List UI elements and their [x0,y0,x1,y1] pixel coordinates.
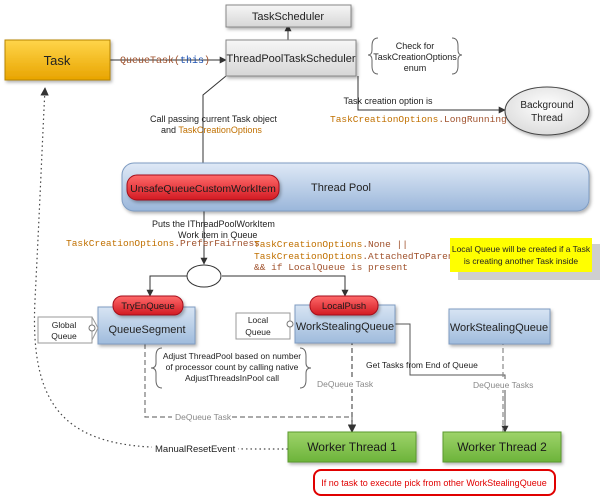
wsq1-label: WorkStealingQueue [296,321,394,333]
prefer-fairness-label: TaskCreationOptions.PreferFairness [66,238,260,249]
check-options-line-1: Check for [396,41,435,51]
adjust-line-2: of processor count by calling native [166,362,299,372]
dequeue-path-global [144,344,357,433]
decision-node[interactable] [186,264,222,288]
long-running-label: TaskCreationOptions.LongRunning [330,114,507,125]
local-push-label: LocalPush [322,301,366,312]
taskscheduler-label: TaskScheduler [252,11,324,23]
attached-option-label: TaskCreationOptions.AttachedToParent [254,251,459,262]
manual-reset-label: ManualResetEvent [155,444,236,455]
local-queue-note: Local Queue will be created if a Task is… [450,238,600,280]
puts-line-1: Puts the IThreadPoolWorkItem [152,219,275,229]
none-option-label: TaskCreationOptions.None || [254,239,408,250]
connectors [33,24,509,450]
dequeue-task-label-1: DeQueue Task [317,379,374,389]
local-queue-note-line-2: is creating another Task inside [464,256,578,266]
worker-thread-2-label: Worker Thread 2 [457,440,547,454]
try-enqueue-label: TryEnQueue [121,301,175,312]
get-tasks-end-label: Get Tasks from End of Queue [366,360,478,370]
no-task-note-label: If no task to execute pick from other Wo… [321,478,546,488]
background-thread-line-2: Thread [531,113,563,124]
check-options-line-2: TaskCreationOptions [373,52,457,62]
task-label: Task [44,53,71,68]
task-node[interactable]: Task [4,39,111,81]
worker-thread-1-label: Worker Thread 1 [307,440,397,454]
worker-thread-2-node[interactable]: Worker Thread 2 [442,431,562,463]
local-present-label: && if LocalQueue is present [254,262,408,273]
local-queue-line-2: Queue [245,327,271,337]
manual-reset-path [33,87,289,450]
dequeue-task-label-2: DeQueue Task [175,412,232,422]
wsq2-label: WorkStealingQueue [450,322,548,334]
adjust-line-3: AdjustThreadsInPool call [185,373,279,383]
local-queue-line-1: Local [248,315,268,325]
global-queue-tag: Global Queue [37,316,99,344]
try-enqueue-node[interactable]: TryEnQueue [112,295,184,316]
worker-thread-1-node[interactable]: Worker Thread 1 [287,431,417,463]
thread-pool-label: Thread Pool [311,182,371,194]
arrow-to-background-thread [357,76,506,114]
local-push-node[interactable]: LocalPush [309,295,379,316]
taskscheduler-node[interactable]: TaskScheduler [225,4,352,28]
unsafe-queue-label: UnsafeQueueCustomWorkItem [130,183,276,195]
threadpool-scheduler-label: ThreadPoolTaskScheduler [226,53,355,65]
wsq2-node[interactable]: WorkStealingQueue [448,308,551,345]
queuetask-call-label: QueueTask(this) [120,55,210,67]
arrow-to-localpush [222,275,349,297]
unsafe-queue-node[interactable]: UnsafeQueueCustomWorkItem [126,174,280,201]
no-task-note: If no task to execute pick from other Wo… [313,469,556,496]
creation-option-label: Task creation option is [343,96,433,106]
call-passing-line-2: and TaskCreationOptions [161,125,262,135]
queue-segment-label: QueueSegment [108,324,185,336]
dequeue-tasks-label: DeQueue Tasks [473,380,533,390]
local-queue-tag: Local Queue [235,312,294,340]
adjust-threadpool-note: Adjust ThreadPool based on number of pro… [150,347,312,389]
arrow-to-tryenqueue [146,275,188,297]
steal-path [395,323,509,433]
local-queue-note-line-1: Local Queue will be created if a Task [452,244,591,254]
check-options-note: Check for TaskCreationOptions enum [367,37,463,75]
global-queue-line-2: Queue [51,331,77,341]
call-passing-line-1: Call passing current Task object [150,114,277,124]
adjust-line-1: Adjust ThreadPool based on number [163,351,301,361]
check-options-line-3: enum [404,63,427,73]
arrow-to-threadpool [199,75,227,177]
global-queue-line-1: Global [52,320,77,330]
queue-segment-node[interactable]: QueueSegment [97,306,196,345]
background-thread-node[interactable]: Background Thread [504,86,590,136]
background-thread-line-1: Background [520,100,573,111]
threadpool-scheduler-node[interactable]: ThreadPoolTaskScheduler [225,39,357,77]
puts-line-2: Work item in Queue [178,230,257,240]
